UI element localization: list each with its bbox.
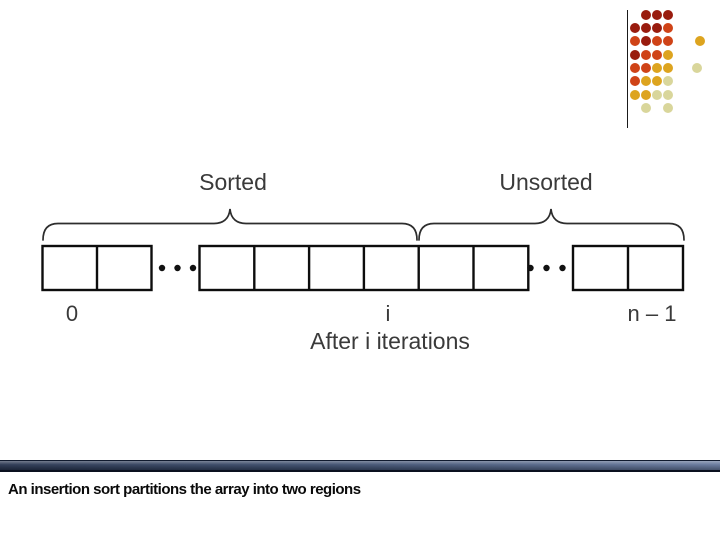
iterations-label: After i iterations (310, 328, 470, 354)
ellipsis-dots (158, 264, 566, 272)
footer-caption: An insertion sort partitions the array i… (8, 481, 361, 498)
unsorted-brace (418, 208, 685, 241)
index-i-label: i (385, 301, 391, 326)
sorted-brace (42, 208, 418, 241)
index-0-label: 0 (65, 301, 79, 326)
sorted-label: Sorted (199, 169, 267, 195)
decorative-line (626, 10, 628, 128)
index-n-1-label: n – 1 (627, 301, 677, 326)
unsorted-label: Unsorted (499, 169, 593, 195)
footer-bar (0, 460, 720, 472)
array-cells (41, 244, 685, 292)
